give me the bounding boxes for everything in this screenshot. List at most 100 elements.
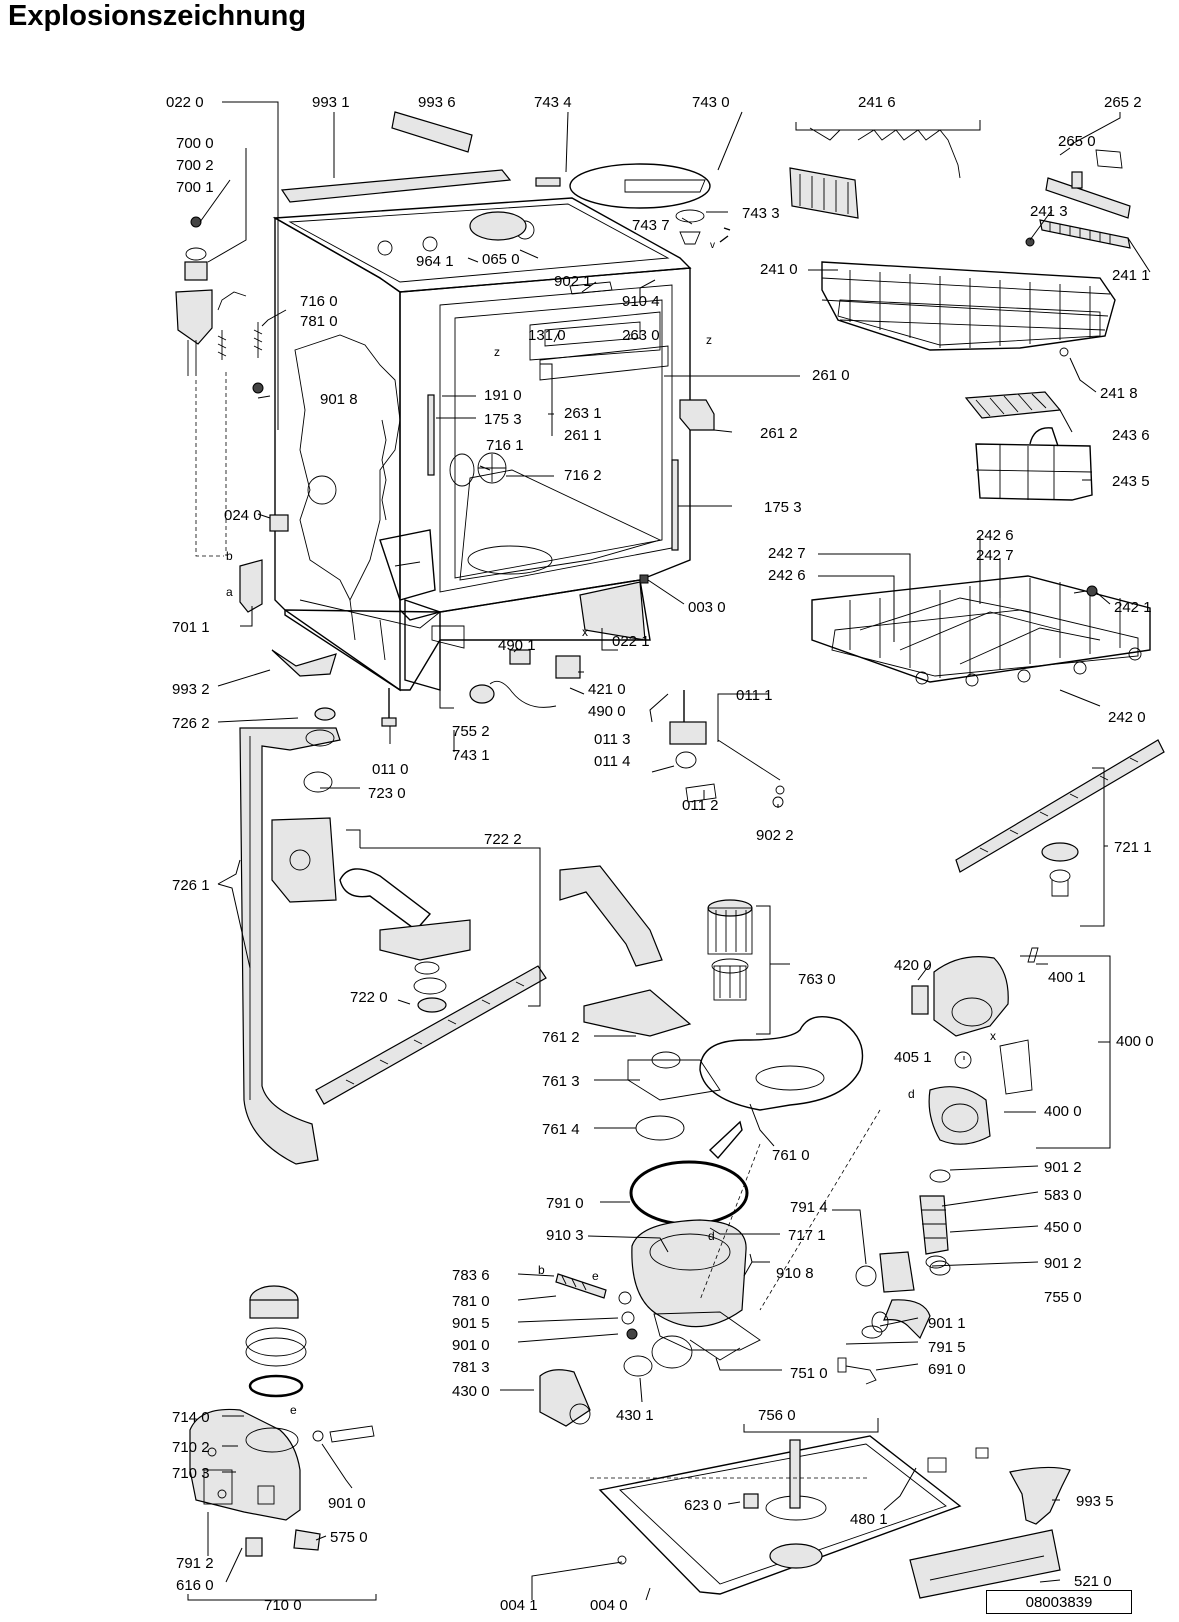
label-6230: 623 0 xyxy=(684,1497,722,1514)
label-4051: 405 1 xyxy=(894,1049,932,1066)
water-softener xyxy=(189,1285,375,1557)
label-2630: 263 0 xyxy=(622,327,660,344)
label-7836: 783 6 xyxy=(452,1267,490,1284)
label-7433: 743 3 xyxy=(742,205,780,222)
label-0114: 011 4 xyxy=(594,753,630,770)
label-7813: 781 3 xyxy=(452,1359,490,1376)
label-9010a: 901 0 xyxy=(452,1337,490,1354)
label-7510: 751 0 xyxy=(790,1365,828,1382)
label-7011: 701 1 xyxy=(172,619,210,636)
label-7171: 717 1 xyxy=(788,1227,826,1244)
label-7222: 722 2 xyxy=(484,831,522,848)
label-7630: 763 0 xyxy=(798,971,836,988)
label-7552: 755 2 xyxy=(452,723,490,740)
letter-v: v xyxy=(710,240,715,251)
label-5830: 583 0 xyxy=(1044,1187,1082,1204)
label-4900: 490 0 xyxy=(588,703,626,720)
label-7261: 726 1 xyxy=(172,877,210,894)
label-2631: 263 1 xyxy=(564,405,602,422)
label-4200: 420 0 xyxy=(894,957,932,974)
label-7102: 710 2 xyxy=(172,1439,210,1456)
label-1753a: 175 3 xyxy=(484,411,522,428)
label-4001: 400 1 xyxy=(1048,969,1086,986)
label-2650: 265 0 xyxy=(1058,133,1096,150)
label-5210: 521 0 xyxy=(1074,1573,1112,1590)
label-9018: 901 8 xyxy=(320,391,358,408)
document-number: 08003839 xyxy=(986,1590,1132,1614)
label-7610: 761 0 xyxy=(772,1147,810,1164)
label-7912: 791 2 xyxy=(176,1555,214,1572)
letter-x-2: x xyxy=(990,1029,996,1043)
label-7434: 743 4 xyxy=(534,94,572,111)
label-2435: 243 5 xyxy=(1112,473,1150,490)
label-0113: 011 3 xyxy=(594,731,630,748)
label-0111: 011 1 xyxy=(736,687,772,704)
label-7560: 756 0 xyxy=(758,1407,796,1424)
label-1910: 191 0 xyxy=(484,387,522,404)
letter-e-2: e xyxy=(290,1403,297,1417)
label-2612: 261 2 xyxy=(760,425,798,442)
label-2426a: 242 6 xyxy=(768,567,806,584)
letter-d-1: d xyxy=(908,1087,915,1101)
small-parts xyxy=(381,227,785,808)
label-9011: 901 1 xyxy=(928,1315,966,1332)
label-2436: 243 6 xyxy=(1112,427,1150,444)
label-9012b: 901 2 xyxy=(1044,1255,1082,1272)
label-7915: 791 5 xyxy=(928,1339,966,1356)
label-7613: 761 3 xyxy=(542,1073,580,1090)
label-7220: 722 0 xyxy=(350,989,388,1006)
label-2421: 242 1 xyxy=(1114,599,1152,616)
letter-d-2: d xyxy=(708,1229,715,1243)
label-2410: 241 0 xyxy=(760,261,798,278)
cutlery-basket xyxy=(964,391,1093,501)
label-9103: 910 3 xyxy=(546,1227,584,1244)
label-7910: 791 0 xyxy=(546,1195,584,1212)
label-2426b: 242 6 xyxy=(976,527,1014,544)
lower-rack xyxy=(811,575,1151,687)
letter-a: a xyxy=(226,585,233,599)
label-7810b: 781 0 xyxy=(452,1293,490,1310)
label-7430: 743 0 xyxy=(692,94,730,111)
label-2418: 241 8 xyxy=(1100,385,1138,402)
label-4210: 421 0 xyxy=(588,681,626,698)
label-9012a: 901 2 xyxy=(1044,1159,1082,1176)
label-0110: 011 0 xyxy=(372,761,408,778)
water-inlet-valve xyxy=(175,216,337,677)
label-7431: 743 1 xyxy=(452,747,490,764)
label-2427a: 242 7 xyxy=(768,545,806,562)
label-2610: 261 0 xyxy=(812,367,850,384)
upper-spray-arm xyxy=(955,739,1165,897)
label-9931: 993 1 xyxy=(312,94,350,111)
label-0030: 003 0 xyxy=(688,599,726,616)
label-4901: 490 1 xyxy=(498,637,536,654)
leader-lines xyxy=(187,101,1151,1601)
label-9935: 993 5 xyxy=(1076,1493,1114,1510)
salt-cover xyxy=(535,163,711,245)
water-pipe xyxy=(239,707,547,1165)
label-6910: 691 0 xyxy=(928,1361,966,1378)
label-0040: 004 0 xyxy=(590,1597,628,1614)
sump-assembly xyxy=(539,865,1039,1427)
label-7002: 700 2 xyxy=(176,157,214,174)
label-0240: 024 0 xyxy=(224,507,262,524)
label-0650: 065 0 xyxy=(482,251,520,268)
label-5750: 575 0 xyxy=(330,1529,368,1546)
label-2420: 242 0 xyxy=(1108,709,1146,726)
label-7437: 743 7 xyxy=(632,217,670,234)
label-2652: 265 2 xyxy=(1104,94,1142,111)
base-plate xyxy=(590,1435,1071,1599)
page-title: Explosionszeichnung xyxy=(8,0,307,32)
label-6160: 616 0 xyxy=(176,1577,214,1594)
part-labels: 022 0 993 1 993 6 743 4 743 0 241 6 265 … xyxy=(166,94,1154,1614)
label-9932: 993 2 xyxy=(172,681,210,698)
label-9010b: 901 0 xyxy=(328,1495,366,1512)
label-4000a: 400 0 xyxy=(1116,1033,1154,1050)
label-4301: 430 1 xyxy=(616,1407,654,1424)
label-7262: 726 2 xyxy=(172,715,210,732)
letter-z-2: z xyxy=(706,333,712,347)
letter-e-1: e xyxy=(592,1269,599,1283)
label-9641: 964 1 xyxy=(416,253,454,270)
label-7550: 755 0 xyxy=(1044,1289,1082,1306)
label-7100: 710 0 xyxy=(264,1597,302,1614)
